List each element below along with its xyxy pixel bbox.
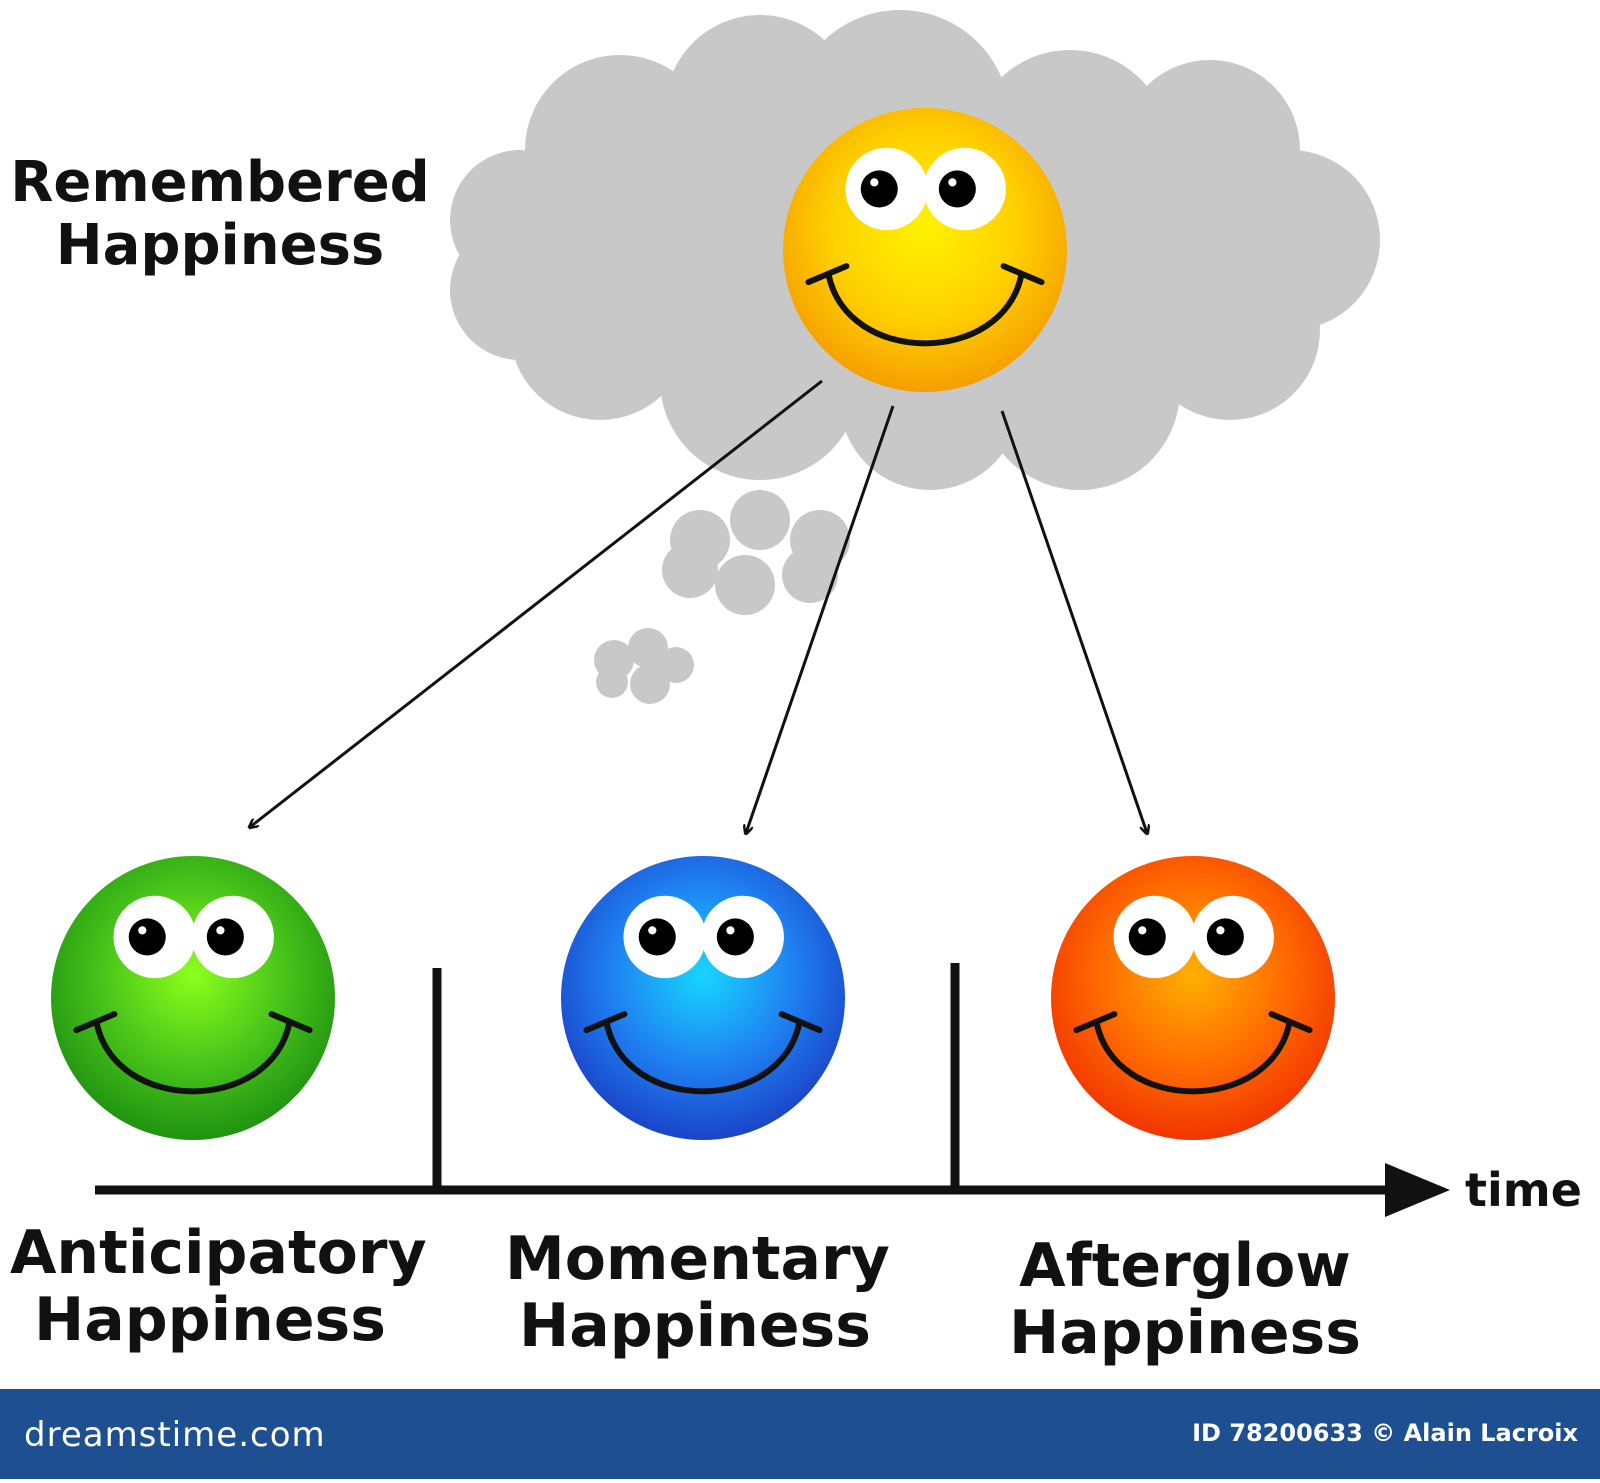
remembered-face <box>783 108 1067 392</box>
momentary-happiness-label: Momentary Happiness <box>505 1224 890 1362</box>
momentary-label-line-2: Happiness <box>518 1291 871 1362</box>
afterglow-eye-shine-2 <box>1216 926 1225 935</box>
remembered-happiness-label: Remembered Happiness <box>10 150 430 278</box>
remembered-smile <box>825 271 1025 347</box>
remembered-dimple-left <box>805 263 850 286</box>
momentary-dimple-left <box>583 1011 628 1034</box>
remembered-dimple-right <box>1000 263 1045 286</box>
afterglow-label-line-1: Afterglow <box>1019 1231 1351 1301</box>
afterglow-dimple-left <box>1073 1011 1118 1034</box>
momentary-pupil-2 <box>716 918 754 956</box>
anticipatory-happiness-label: Anticipatory Happiness <box>10 1218 427 1356</box>
afterglow-happiness-label: Afterglow Happiness <box>985 1231 1385 1369</box>
afterglow-dimple-right <box>1268 1011 1313 1034</box>
momentary-face <box>561 856 845 1140</box>
afterglow-eye-shine-1 <box>1138 926 1147 935</box>
remembered-label-line-1: Remembered <box>10 150 430 215</box>
momentary-eye-shine-1 <box>648 926 657 935</box>
afterglow-pupil-2 <box>1206 918 1244 956</box>
afterglow-pupil-1 <box>1128 918 1166 956</box>
anticipatory-eye-shine-1 <box>138 926 147 935</box>
momentary-label-line-1: Momentary <box>505 1224 890 1294</box>
anticipatory-smile <box>93 1019 293 1095</box>
anticipatory-dimple-left <box>73 1011 118 1034</box>
anticipatory-label-line-1: Anticipatory <box>10 1218 427 1288</box>
afterglow-face <box>1051 856 1335 1140</box>
momentary-pupil-1 <box>638 918 676 956</box>
momentary-smile <box>603 1019 803 1095</box>
remembered-pupil-2 <box>938 170 976 208</box>
anticipatory-label-line-2: Happiness <box>33 1285 386 1356</box>
footer-credit: ID 78200633 © Alain Lacroix <box>1192 1419 1578 1447</box>
remembered-eye-shine-1 <box>870 178 879 187</box>
afterglow-face-disc <box>1051 856 1335 1140</box>
afterglow-label-line-2: Happiness <box>1008 1298 1361 1369</box>
remembered-label-line-2: Happiness <box>55 212 385 278</box>
momentary-face-disc <box>561 856 845 1140</box>
arrow-to-momentary <box>746 405 895 833</box>
anticipatory-face <box>51 856 335 1140</box>
afterglow-smile <box>1093 1019 1293 1095</box>
footer-bar: dreamstime.com ID 78200633 © Alain Lacro… <box>0 1389 1600 1479</box>
momentary-dimple-right <box>778 1011 823 1034</box>
anticipatory-pupil-2 <box>206 918 244 956</box>
remembered-eye-shine-2 <box>948 178 957 187</box>
anticipatory-pupil-1 <box>128 918 166 956</box>
anticipatory-eye-shine-2 <box>216 926 225 935</box>
anticipatory-face-disc <box>51 856 335 1140</box>
time-axis-arrowhead <box>1385 1163 1450 1217</box>
arrow-to-anticipatory <box>250 379 823 827</box>
time-axis-label: time <box>1465 1163 1582 1217</box>
arrow-to-afterglow <box>1000 410 1147 833</box>
remembered-face-disc <box>783 108 1067 392</box>
remembered-pupil-1 <box>860 170 898 208</box>
anticipatory-dimple-right <box>268 1011 313 1034</box>
momentary-eye-shine-2 <box>726 926 735 935</box>
footer-brand[interactable]: dreamstime.com <box>24 1415 326 1455</box>
